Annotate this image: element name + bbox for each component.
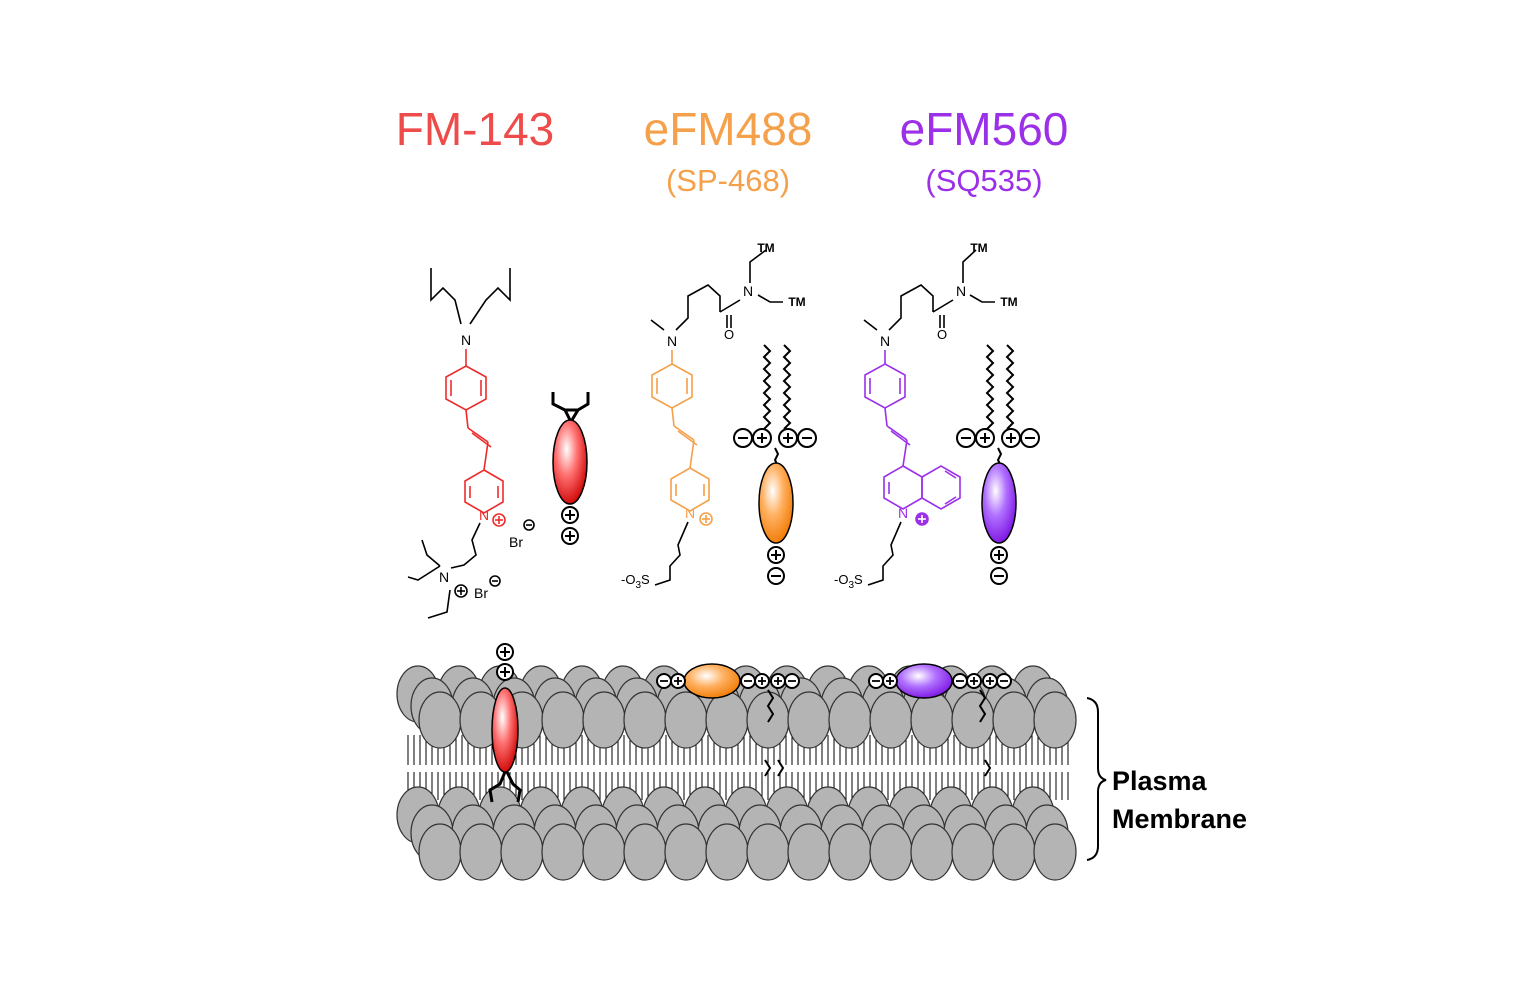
lipid-head [664,823,708,881]
lipid-head [418,691,462,749]
dye-ellipse-red [552,419,588,505]
efm560-structure: N N O TM TM [834,241,1018,591]
membrane-bracket [1086,697,1107,861]
amine-n-label: N [667,333,677,349]
lipid-head [705,691,749,749]
tm-label-right: TM [788,295,805,309]
tm-label-top: TM [757,241,774,255]
lipid-head [992,823,1036,881]
fm143-structure: N N [407,268,535,619]
lipid-head [746,691,790,749]
lipid-head [828,823,872,881]
lipid-head [459,823,503,881]
lipid-head [869,823,913,881]
tm-label-top: TM [970,241,987,255]
lipid-head [869,691,913,749]
carbonyl-o-label: O [937,327,947,342]
butyl-chain-1 [430,268,462,325]
lipid-head [787,691,831,749]
lipid-head [418,823,462,881]
carbonyl-o-label: O [724,327,734,342]
lipid-head [910,691,954,749]
dye-alias-efm560: (SQ535) [925,163,1043,198]
lipid-head [623,691,667,749]
pyridinium-n-label: N [685,505,695,521]
plasma-membrane [396,665,1077,881]
lipid-head [951,823,995,881]
butyl-chain-2 [469,268,511,325]
lipid-head [500,823,544,881]
dye-title-efm560: eFM560 [899,103,1069,155]
dye-ellipse-orange [758,462,794,544]
amine-n-label: N [880,333,890,349]
bromide-label-2: Br [474,585,488,601]
membrane-label-line2: Membrane [1112,804,1247,834]
lipid-head [582,691,626,749]
tm-label-right: TM [1000,295,1017,309]
lipid-head [664,691,708,749]
amide-n-label: N [956,283,966,299]
quinolinium-n-label: N [898,505,908,521]
lipid-head [541,691,585,749]
sulfonate-label: -O3S [621,572,650,591]
fm143-cartoon [551,392,590,545]
lipid-head [992,691,1036,749]
sulfonate-label: -O3S [834,572,863,591]
dye-alias-efm488: (SP-468) [665,163,791,198]
plus-charge [492,513,506,527]
lipid-head [1033,691,1077,749]
efm488-bound [656,663,800,777]
efm560-cartoon [956,344,1040,585]
lipid-head [582,823,626,881]
lipid-head [1033,823,1077,881]
lipid-head [623,823,667,881]
amide-n-label: N [743,283,753,299]
ammonium-n-label: N [439,569,449,585]
efm488-cartoon [733,344,817,585]
efm488-structure: N N O TM TM N [621,241,806,591]
amine-n-label: N [461,332,471,348]
fm143-inserted [488,643,522,803]
membrane-label-line1: Plasma [1112,766,1208,796]
lipid-head [705,823,749,881]
lipid-head [787,823,831,881]
benzene-ring [445,365,487,411]
pyridinium-n-label: N [479,507,489,523]
lipid-head [951,691,995,749]
lipid-head [910,823,954,881]
lipid-head [828,691,872,749]
bromide-label-1: Br [509,534,523,550]
dye-title-efm488: eFM488 [643,103,813,155]
dye-title-fm143: FM-143 [395,103,555,155]
dye-ellipse-purple [981,462,1017,544]
lipid-head [541,823,585,881]
pyridinium-ring [464,469,504,514]
efm560-bound [868,663,1012,777]
lipid-head [746,823,790,881]
